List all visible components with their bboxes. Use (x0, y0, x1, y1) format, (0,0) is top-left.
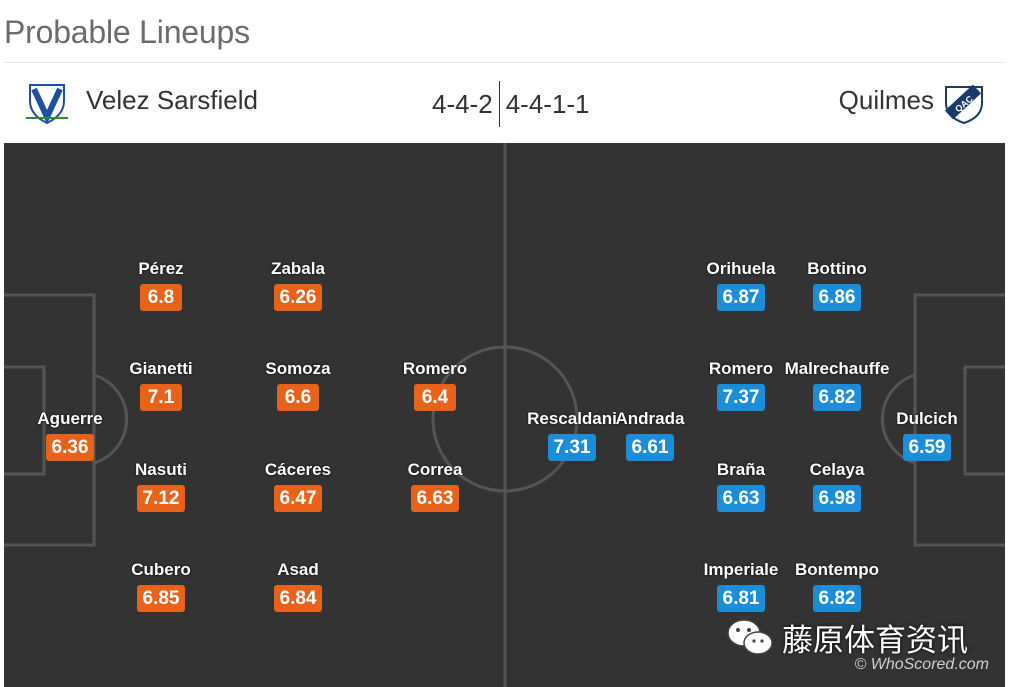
home-player-perez[interactable]: Pérez 6.8 (101, 259, 221, 311)
watermark-text: 藤原体育资讯 (782, 623, 968, 659)
away-player-malrechauffe[interactable]: Malrechauffe 6.82 (777, 359, 897, 411)
home-player-gianetti[interactable]: Gianetti 7.1 (101, 359, 221, 411)
home-player-nasuti[interactable]: Nasuti 7.12 (101, 460, 221, 512)
page-title: Probable Lineups (4, 14, 250, 50)
home-player-correa[interactable]: Correa 6.63 (375, 460, 495, 512)
match-header: Velez Sarsfield 4-4-2 4-4-1-1 Quilmes QA… (4, 62, 1005, 143)
home-player-zabala[interactable]: Zabala 6.26 (238, 259, 358, 311)
away-team-name[interactable]: Quilmes (838, 85, 934, 115)
away-player-bottino[interactable]: Bottino 6.86 (777, 259, 897, 311)
formations: 4-4-2 4-4-1-1 (432, 81, 590, 127)
home-player-aguerre[interactable]: Aguerre 6.36 (10, 409, 130, 461)
wechat-icon (727, 618, 773, 655)
away-player-bontempo[interactable]: Bontempo 6.82 (777, 560, 897, 612)
away-player-andrada[interactable]: Andrada 6.61 (590, 409, 710, 461)
home-player-cubero[interactable]: Cubero 6.85 (101, 560, 221, 612)
away-player-celaya[interactable]: Celaya 6.98 (777, 460, 897, 512)
home-team-name[interactable]: Velez Sarsfield (86, 85, 258, 115)
away-player-orihuela[interactable]: Orihuela 6.87 (681, 259, 801, 311)
home-player-somoza[interactable]: Somoza 6.6 (238, 359, 358, 411)
credit-text: © WhoScored.com (854, 656, 990, 673)
away-player-rescaldani[interactable]: Rescaldani 7.31 (512, 409, 632, 461)
away-player-romero[interactable]: Romero 7.37 (681, 359, 801, 411)
watermark: 藤原体育资讯 (726, 615, 968, 660)
home-player-caceres[interactable]: Cáceres 6.47 (238, 460, 358, 512)
away-player-imperiale[interactable]: Imperiale 6.81 (681, 560, 801, 612)
home-formation: 4-4-2 (432, 88, 493, 119)
away-formation: 4-4-1-1 (505, 88, 590, 119)
away-player-brana[interactable]: Braña 6.63 (681, 460, 801, 512)
away-player-dulcich[interactable]: Dulcich 6.59 (867, 409, 987, 461)
quilmes-crest-icon: QAC (944, 84, 983, 125)
home-player-romero[interactable]: Romero 6.4 (375, 359, 495, 411)
pitch-markings (4, 143, 1005, 687)
formation-divider (498, 81, 500, 127)
velez-crest-icon (26, 84, 68, 125)
home-player-asad[interactable]: Asad 6.84 (238, 560, 358, 612)
pitch: Aguerre 6.36 Pérez 6.8 Gianetti 7.1 Nasu… (4, 143, 1005, 687)
